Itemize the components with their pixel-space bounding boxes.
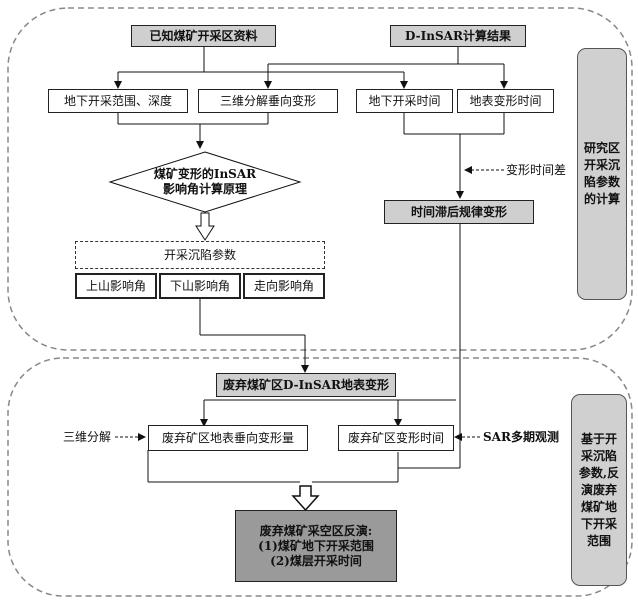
known-mining-data-box: 已知煤矿开采区资料	[131, 25, 276, 47]
three-d-decompose-label: 三维分解	[63, 430, 112, 444]
top-region-frame	[7, 7, 633, 351]
bottom-region-frame	[7, 357, 633, 597]
principle-diamond	[108, 151, 302, 213]
sar-multi-label: SAR多期观测	[483, 430, 559, 444]
top-side-label: 研究区开采沉陷参数的计算	[577, 48, 627, 300]
uphill-angle-box: 上山影响角	[75, 273, 157, 299]
subsidence-params-box: 开采沉陷参数	[75, 241, 325, 269]
mining-time-box: 地下开采时间	[356, 89, 453, 113]
three-d-vertical-deform-box: 三维分解垂向变形	[198, 89, 338, 113]
downhill-angle-box: 下山影响角	[159, 273, 241, 299]
vertical-deform-box: 废弃矿区地表垂向变形量	[148, 425, 308, 451]
strike-angle-box: 走向影响角	[243, 273, 325, 299]
abandoned-insar-box: 废弃煤矿区D-InSAR地表变形	[216, 373, 396, 397]
insar-result-box: D-InSAR计算结果	[390, 25, 526, 47]
inversion-box: 废弃煤矿采空区反演: (1)煤矿地下开采范围 (2)煤层开采时间	[235, 510, 397, 582]
principle-text: 煤矿变形的InSAR 影响角计算原理	[153, 167, 257, 196]
hollow-arrow-inversion	[291, 485, 320, 512]
hollow-arrow-down	[195, 212, 215, 241]
time-lag-box: 时间滞后规律变形	[384, 200, 534, 224]
deform-time-box: 废弃矿区变形时间	[338, 425, 454, 451]
deform-time-diff-label: 变形时间差	[506, 163, 567, 177]
mining-range-depth-box: 地下开采范围、深度	[48, 89, 188, 113]
surface-deform-time-box: 地表变形时间	[457, 89, 554, 113]
bottom-side-label: 基于开采沉陷参数,反演废弃煤矿地下开采范围	[571, 394, 627, 586]
